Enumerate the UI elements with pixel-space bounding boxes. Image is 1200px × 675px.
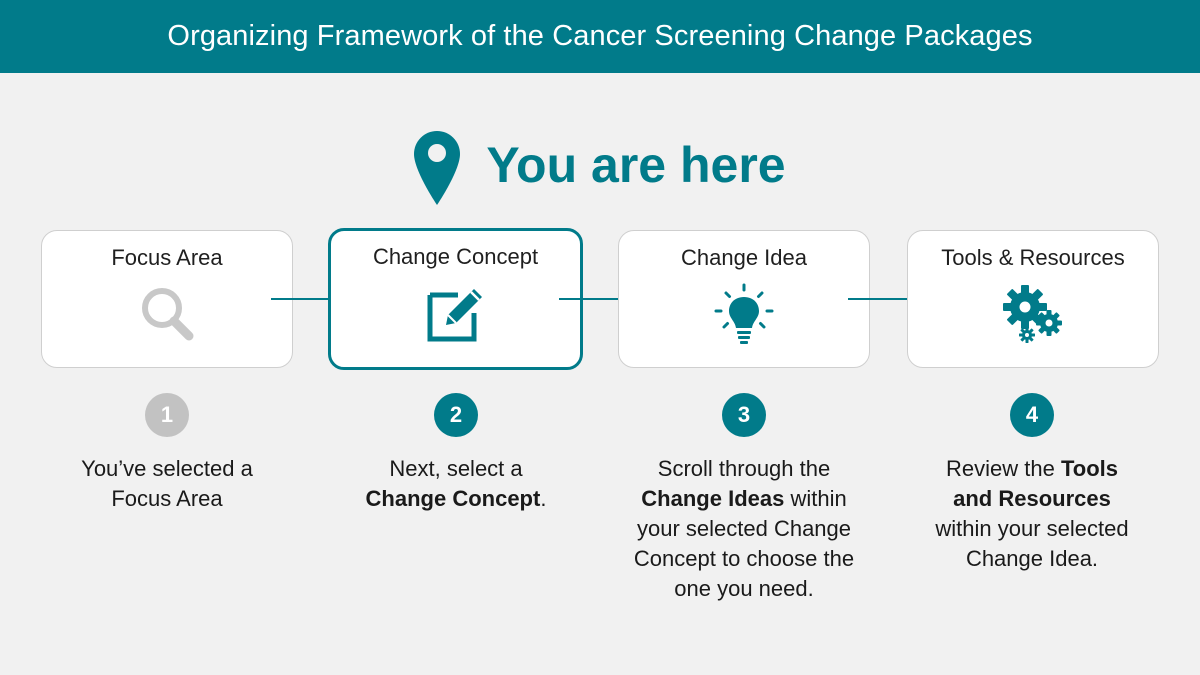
step-description: Scroll through the Change Ideas within y… [614, 454, 874, 604]
page-title: Organizing Framework of the Cancer Scree… [0, 0, 1200, 73]
step-number-badge: 4 [1010, 393, 1054, 437]
map-pin-icon [414, 131, 461, 205]
step-card-change-concept[interactable]: Change Concept [328, 228, 583, 370]
step-title: Change Idea [681, 245, 807, 270]
step-description: Review the Tools and Resources within yo… [902, 454, 1162, 574]
step-description-text: Next, select a [389, 456, 523, 481]
step-number-badge: 1 [145, 393, 189, 437]
step-card-focus-area[interactable]: Focus Area [41, 230, 293, 368]
step-card-change-idea[interactable]: Change Idea [618, 230, 870, 368]
step-description-text: Scroll through the [657, 456, 831, 481]
step-title: Focus Area [111, 245, 223, 270]
magnifying-glass-icon [142, 288, 194, 341]
gears-icon [1003, 285, 1062, 343]
you-are-here-label: You are here [486, 137, 786, 193]
step-description-text: within your selected Change Concept to c… [633, 486, 855, 601]
step-description-emphasis: Change Ideas [641, 486, 785, 511]
step-title: Tools & Resources [941, 245, 1125, 270]
step-description-emphasis: Change Concept [365, 486, 541, 511]
step-description-text: Review the [946, 456, 1061, 481]
edit-pencil-icon [427, 289, 482, 342]
step-description-text: . [540, 486, 547, 511]
step-card-tools-resources[interactable]: Tools & Resources [907, 230, 1159, 368]
step-title: Change Concept [372, 244, 539, 269]
step-number-badge: 2 [434, 393, 478, 437]
step-description-text: You’ve selected a Focus Area [81, 456, 253, 511]
step-description: You’ve selected a Focus Area [37, 454, 297, 514]
step-description-text: within your selected Change Idea. [935, 516, 1129, 571]
you-are-here-marker: You are here [0, 122, 1200, 208]
step-description-emphasis: Tools and Resources [953, 456, 1118, 511]
step-number-badge: 3 [722, 393, 766, 437]
step-description: Next, select a Change Concept. [326, 454, 586, 514]
lightbulb-icon [714, 283, 774, 344]
